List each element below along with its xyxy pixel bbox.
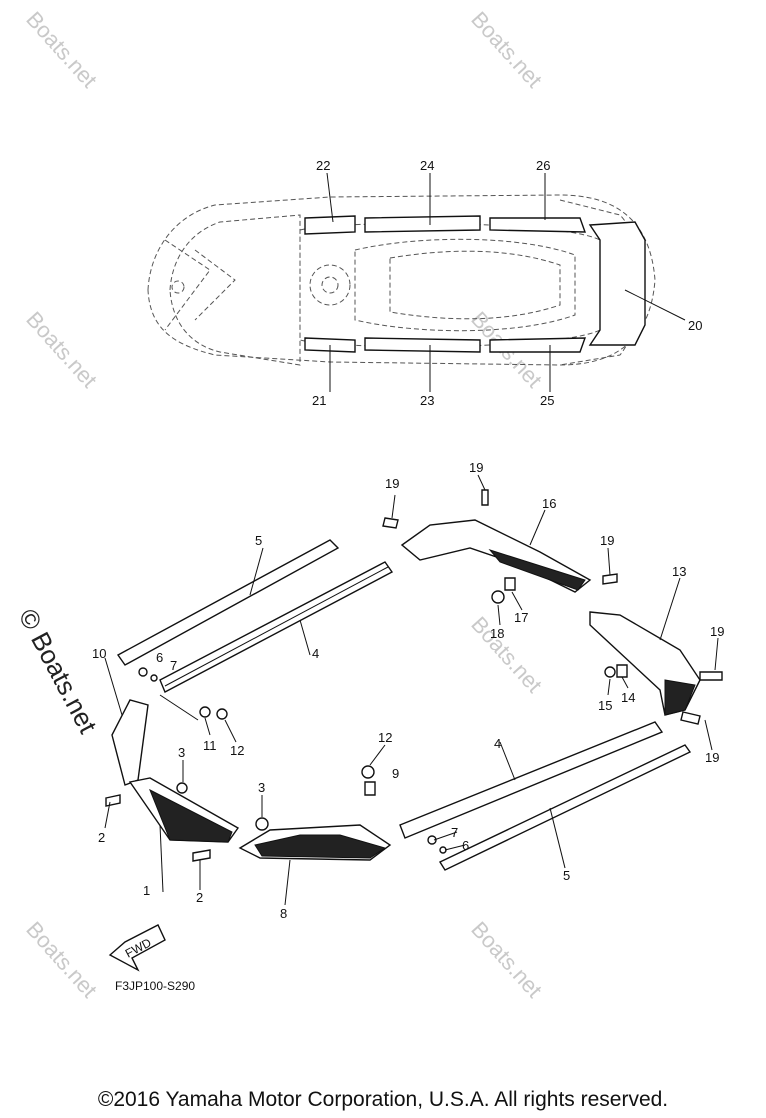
callout-22: 22 <box>316 158 330 173</box>
callout-18: 18 <box>490 626 504 641</box>
callout-4: 4 <box>312 646 319 661</box>
mat-22 <box>304 215 356 235</box>
callout-12: 12 <box>230 743 244 758</box>
watermark: Boats.net <box>466 612 547 698</box>
callout-3b: 3 <box>258 780 265 795</box>
exploded-parts: FWD F3JP100-S290 <box>105 489 723 993</box>
parts-leaders <box>104 474 719 906</box>
callout-1: 1 <box>143 883 150 898</box>
callout-8: 8 <box>280 906 287 921</box>
top-leaders <box>326 172 686 392</box>
watermark: Boats.net <box>466 7 547 93</box>
watercraft-top-view <box>147 194 656 366</box>
callout-13: 13 <box>672 564 686 579</box>
callout-19a: 19 <box>385 476 399 491</box>
fwd-arrow: FWD <box>108 924 166 972</box>
mat-24 <box>364 215 481 233</box>
callout-26: 26 <box>536 158 550 173</box>
callout-19d: 19 <box>710 624 724 639</box>
fasteners <box>105 489 723 862</box>
callout-20: 20 <box>688 318 702 333</box>
callout-7: 7 <box>170 658 177 673</box>
mat-26 <box>489 217 587 233</box>
figure-code: F3JP100-S290 <box>115 979 195 993</box>
watermark: Boats.net <box>21 917 102 1003</box>
callout-11: 11 <box>203 738 217 753</box>
watermark: Boats.net <box>466 917 547 1003</box>
callouts: 22 24 26 20 21 23 25 5 4 10 6 7 11 12 3 … <box>92 158 724 921</box>
copyright-notice: ©2016 Yamaha Motor Corporation, U.S.A. A… <box>97 1088 669 1111</box>
mat-20 <box>588 221 646 346</box>
mat-23 <box>364 337 481 353</box>
callout-3: 3 <box>178 745 185 760</box>
callout-6: 6 <box>156 650 163 665</box>
callout-9: 9 <box>392 766 399 781</box>
callout-25: 25 <box>540 393 554 408</box>
callout-16: 16 <box>542 496 556 511</box>
callout-23: 23 <box>420 393 434 408</box>
watermark: Boats.net <box>21 7 102 93</box>
rail-5-upper <box>116 539 340 666</box>
callout-10: 10 <box>92 646 106 661</box>
callout-14: 14 <box>621 690 635 705</box>
callout-12b: 12 <box>378 730 392 745</box>
callout-2b: 2 <box>196 890 203 905</box>
callout-2: 2 <box>98 830 105 845</box>
callout-19e: 19 <box>705 750 719 765</box>
callout-5: 5 <box>255 533 262 548</box>
callout-19c: 19 <box>600 533 614 548</box>
watermark: Boats.net <box>21 307 102 393</box>
callout-17: 17 <box>514 610 528 625</box>
rail-4-lower <box>399 721 664 839</box>
callout-15: 15 <box>598 698 612 713</box>
watermark-main: © Boats.net <box>13 604 104 739</box>
rail-5-lower <box>438 744 692 871</box>
callout-6b: 6 <box>462 838 469 853</box>
callout-5b: 5 <box>563 868 570 883</box>
callout-24: 24 <box>420 158 434 173</box>
callout-21: 21 <box>312 393 326 408</box>
callout-19b: 19 <box>469 460 483 475</box>
callout-4b: 4 <box>494 736 501 751</box>
mat-25 <box>489 337 587 353</box>
callout-7b: 7 <box>451 825 458 840</box>
bracket-10 <box>111 699 149 786</box>
